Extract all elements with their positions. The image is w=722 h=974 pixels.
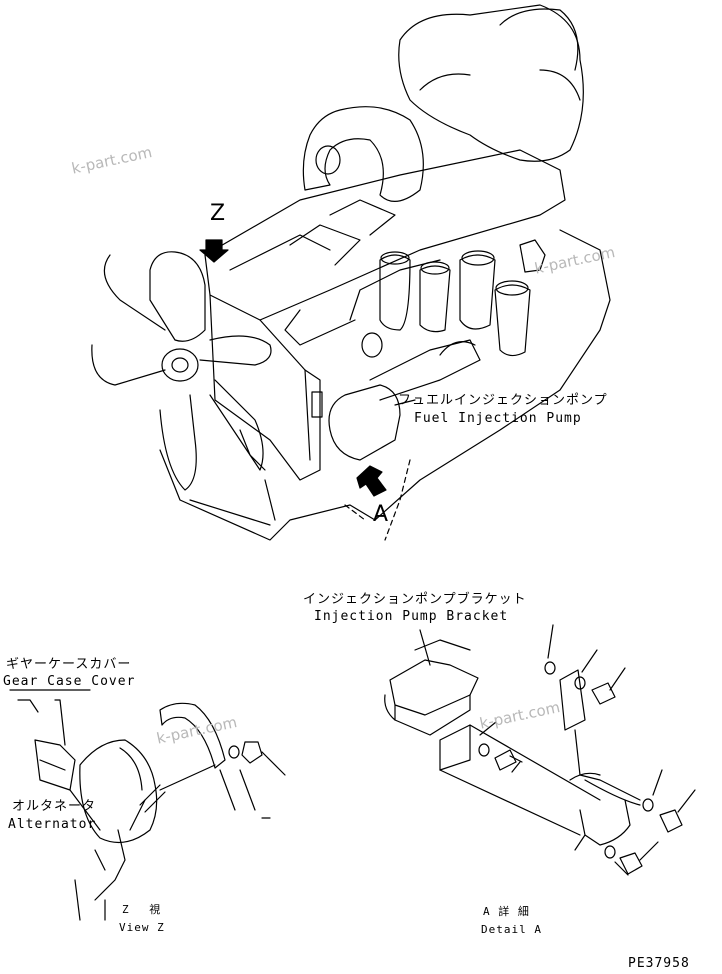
detail-a-label-jp: A 詳 細 — [483, 905, 530, 918]
z-direction-arrow — [199, 239, 229, 263]
view-z-label-jp: Z 視 — [122, 903, 162, 916]
alternator-label-jp: オルタネータ — [12, 799, 97, 814]
gear-case-label-en: Gear Case Cover — [3, 674, 136, 689]
cooling-fan — [91, 251, 272, 491]
bracket-label-jp: インジェクションポンプブラケット — [303, 592, 527, 607]
engine-block — [159, 4, 611, 541]
z-view-marker: Z — [210, 201, 226, 226]
view-z-drawing — [9, 689, 286, 921]
fuel-pump-leader — [394, 399, 416, 406]
drawing-number: PE37958 — [628, 956, 690, 971]
detail-a-drawing — [384, 624, 696, 876]
fuel-pump-label-en: Fuel Injection Pump — [414, 411, 582, 426]
a-direction-arrow — [356, 465, 387, 497]
bracket-label-en: Injection Pump Bracket — [314, 609, 509, 624]
view-z-label-en: View Z — [119, 921, 165, 934]
fuel-pump-label-jp: フュエルインジェクションポンプ — [398, 393, 608, 408]
a-detail-marker: A — [373, 502, 389, 527]
gear-case-label-jp: ギヤーケースカバー — [6, 657, 132, 672]
alternator-label-en: Alternator — [8, 817, 97, 832]
detail-a-label-en: Detail A — [481, 923, 542, 936]
